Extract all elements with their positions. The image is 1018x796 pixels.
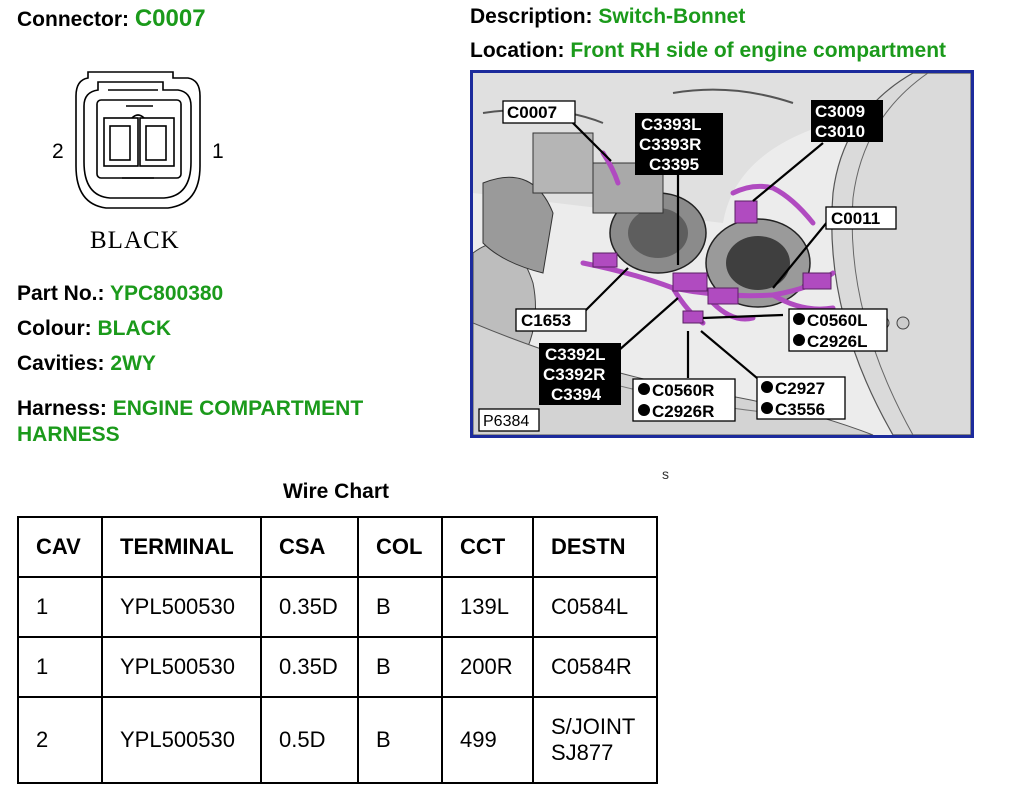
cell-csa: 0.35D [260,576,359,638]
cavities-value: 2WY [110,352,156,375]
description-value: Switch-Bonnet [598,5,746,28]
part-number-value: YPC800380 [109,282,224,305]
header-csa: CSA [260,516,359,578]
cell-terminal: YPL500530 [101,576,262,638]
connector-face-diagram: 2 1 BLACK [52,71,224,254]
location-line: Location: Front RH side of engine compar… [470,39,946,63]
cell-destn: C0584R [532,636,658,698]
harness-value-line2: HARNESS [17,423,120,446]
wire-chart-table: CAV TERMINAL CSA COL CCT DESTN 1 YPL5005… [17,516,658,784]
description-label: Description: [470,5,593,28]
cell-col: B [357,576,443,638]
cell-col: B [357,636,443,698]
cell-col: B [357,696,443,784]
part-number-label: Part No.: [17,282,105,305]
callout-c2926r: C2926R [652,402,714,421]
wire-chart-title: Wire Chart [283,480,389,503]
header-col: COL [357,516,443,578]
pin-1-label: 1 [212,140,224,163]
connector-heading: Connector: C0007 [17,5,206,33]
figure-reference: P6384 [483,413,529,430]
callout-c0560r: C0560R [652,381,714,400]
cell-terminal: YPL500530 [101,696,262,784]
colour-label: Colour: [17,317,92,340]
callout-c3393l: C3393L [641,115,701,134]
destn-line1: S/JOINT [551,714,636,739]
cavities-label: Cavities: [17,352,105,375]
connector-colour-caption: BLACK [90,227,180,254]
harness-label: Harness: [17,397,107,420]
colour-line: Colour: BLACK [17,317,171,341]
callout-c3009: C3009 [815,102,865,121]
location-label: Location: [470,39,565,62]
pin-2-label: 2 [52,140,64,163]
callout-c1653: C1653 [521,311,571,330]
callout-c3010: C3010 [815,122,865,141]
callout-c2927: C2927 [775,379,825,398]
cell-cct: 139L [441,576,534,638]
callout-c3556: C3556 [775,400,825,419]
harness-value-line1: ENGINE COMPARTMENT [112,397,364,420]
header-terminal: TERMINAL [101,516,262,578]
cell-cav: 2 [17,696,103,784]
cell-cav: 1 [17,636,103,698]
connector-id: C0007 [134,5,206,32]
cell-cct: 499 [441,696,534,784]
cell-destn: S/JOINT SJ877 [532,696,658,784]
cell-csa: 0.5D [260,696,359,784]
description-line: Description: Switch-Bonnet [470,5,745,29]
engine-bay-illustration: C0007 C3393L C3393R C3395 C3009 C3010 C0… [473,73,971,435]
header-cct: CCT [441,516,534,578]
cell-cav: 1 [17,576,103,638]
header-destn: DESTN [532,516,658,578]
cell-terminal: YPL500530 [101,636,262,698]
destn-line2: SJ877 [551,740,614,765]
location-value: Front RH side of engine compartment [570,39,947,62]
cell-destn: C0584L [532,576,658,638]
table-row: 1 YPL500530 0.35D B 200R C0584R [17,636,658,698]
cell-csa: 0.35D [260,636,359,698]
callout-c3393r: C3393R [639,135,701,154]
callout-c0011: C0011 [831,209,880,228]
callout-c0560l: C0560L [807,311,867,330]
location-photo: C0007 C3393L C3393R C3395 C3009 C3010 C0… [470,70,974,438]
callout-c3394: C3394 [551,385,602,404]
table-row: 1 YPL500530 0.35D B 139L C0584L [17,576,658,638]
cavities-line: Cavities: 2WY [17,352,156,376]
connector-label: Connector: [17,8,129,31]
cell-cct: 200R [441,636,534,698]
colour-value: BLACK [97,317,172,340]
callout-c3392l: C3392L [545,345,605,364]
header-cav: CAV [17,516,103,578]
callout-c3395: C3395 [649,155,699,174]
table-header-row: CAV TERMINAL CSA COL CCT DESTN [17,516,658,578]
callout-c2926l: C2926L [807,332,867,351]
callout-c0007: C0007 [507,103,557,122]
table-row: 2 YPL500530 0.5D B 499 S/JOINT SJ877 [17,696,658,784]
stray-mark: s [662,466,669,482]
harness-line: Harness: ENGINE COMPARTMENT HARNESS [17,396,363,448]
callout-c3392r: C3392R [543,365,605,384]
part-number-line: Part No.: YPC800380 [17,282,223,306]
